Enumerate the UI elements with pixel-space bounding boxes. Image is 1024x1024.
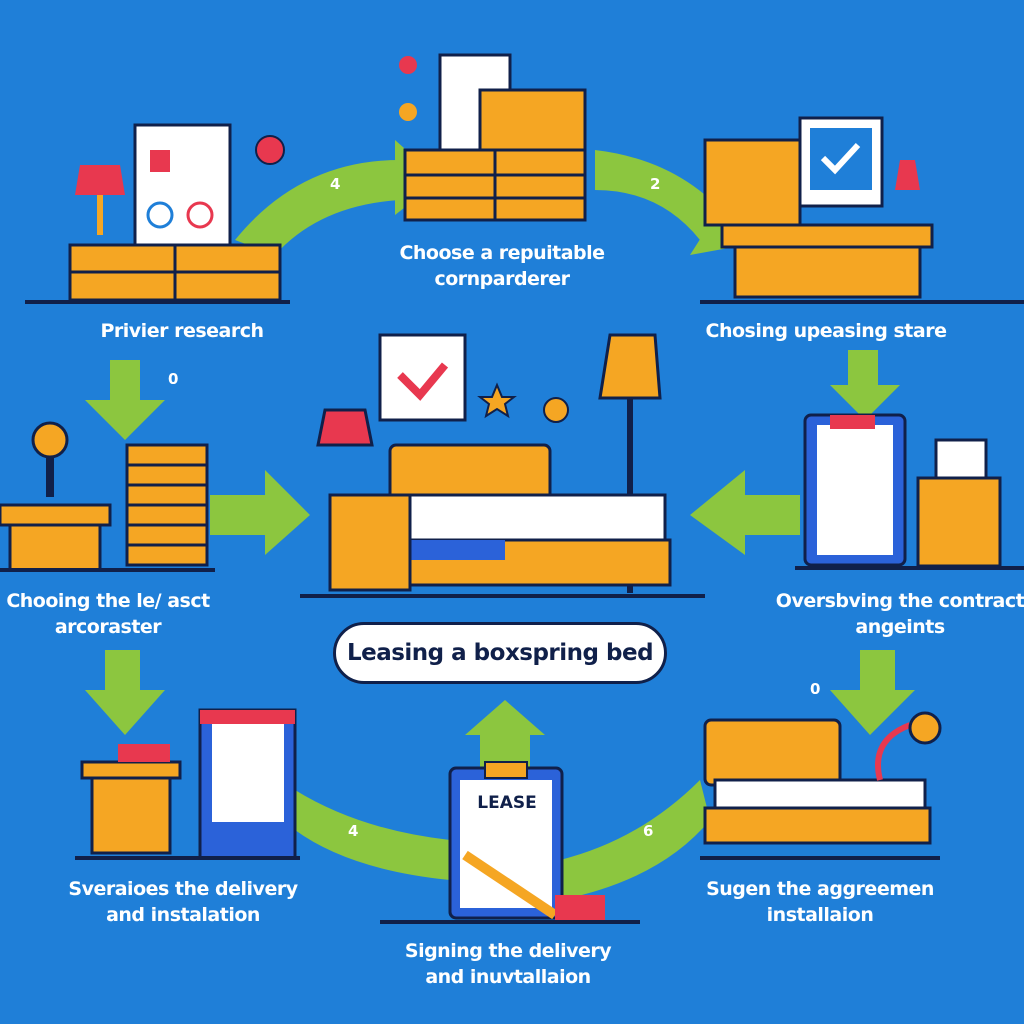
desk-lamp-icon: [875, 711, 942, 781]
lease-text: LEASE: [477, 793, 537, 813]
arrow-right-to-bed: [210, 470, 310, 555]
marker-label: 0: [810, 680, 821, 698]
lamp-icon: [75, 165, 125, 235]
bed-icon: [388, 443, 672, 587]
checkbox-icon: [378, 333, 467, 422]
lightbulb-icon: [31, 421, 69, 497]
arrow-number-label: 4: [330, 175, 341, 193]
arrow-number-label: 2: [650, 175, 661, 193]
arrow-down-left-top: [85, 360, 165, 440]
star-icon: [477, 382, 517, 419]
tall-dresser-icon: [125, 443, 209, 567]
curved-arrow-bottom-left: [295, 790, 450, 880]
step-label-top-right: Chosing upeasing stare: [705, 320, 947, 342]
dresser-icon: [68, 243, 282, 302]
document-panel-icon: [198, 708, 297, 860]
lease-clipboard-icon: [448, 761, 564, 920]
marker-label: 0: [168, 370, 179, 388]
clipboard-icon: [803, 413, 907, 567]
bed-icon-bottom: [703, 718, 932, 845]
arrow-left-to-bed: [690, 470, 800, 555]
central-title: Leasing a boxspring bed: [333, 622, 667, 684]
arrow-down-left-bottom: [85, 650, 165, 735]
document-icon: [133, 123, 232, 247]
small-dresser-icon: [916, 438, 1002, 568]
arrow-number-label: 6: [643, 822, 654, 840]
arrow-down-right-top: [830, 350, 900, 420]
nightstand-lamp-icon: [316, 408, 412, 592]
monitor-desk-icon: [703, 116, 934, 299]
curved-arrow-bottom-right: [560, 780, 710, 900]
dresser-icon-bottom: [80, 744, 182, 855]
desk-icon: [0, 503, 112, 572]
step-label-top-left: Privier research: [100, 320, 264, 342]
document-box-icon: [399, 53, 587, 222]
arrow-down-right-bottom: [830, 650, 915, 735]
arrow-number-label: 4: [348, 822, 359, 840]
arrow-up-to-title: [465, 700, 545, 770]
pen-icon: [462, 850, 605, 920]
